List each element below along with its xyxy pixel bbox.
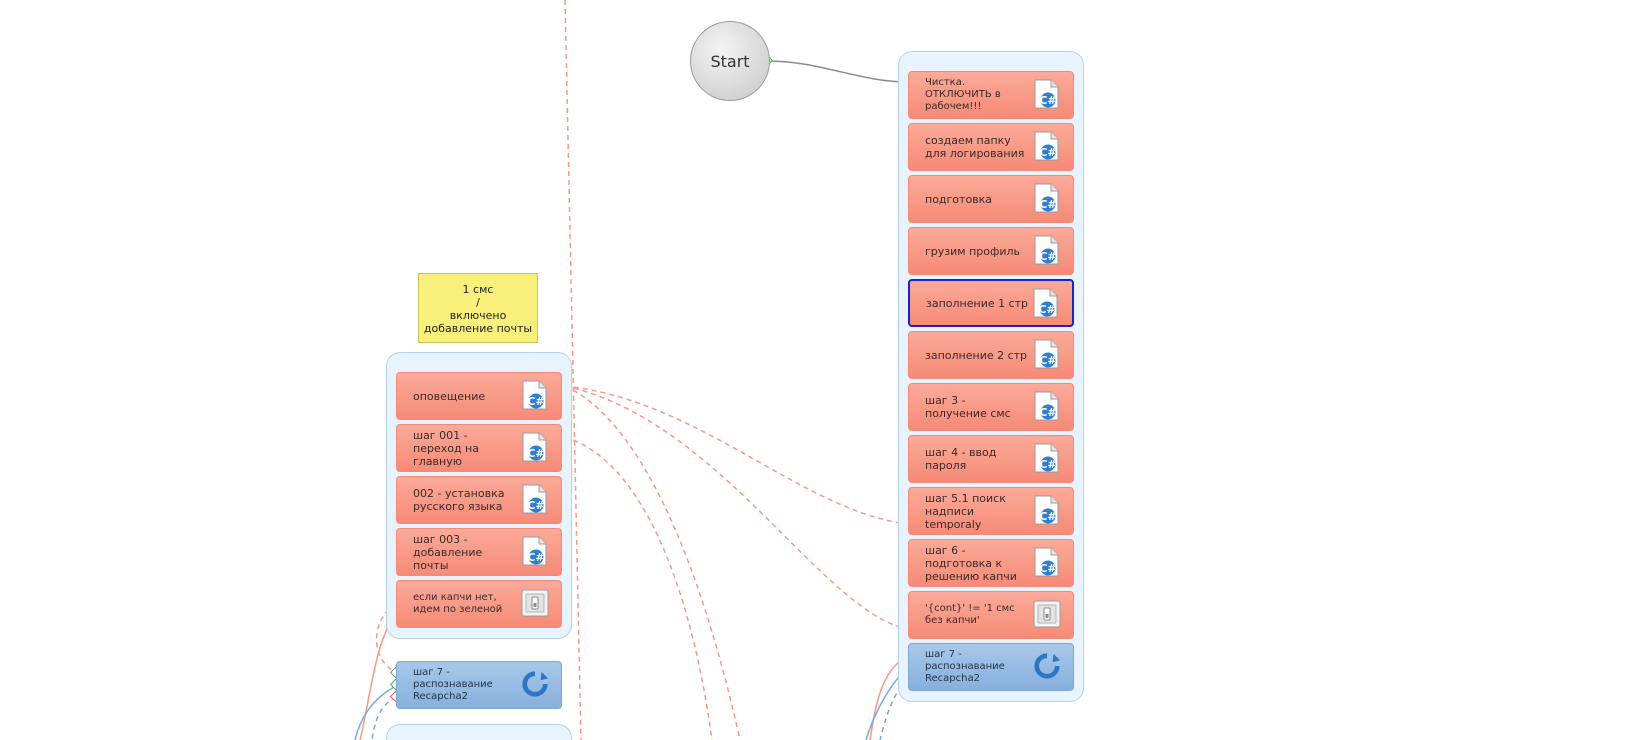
csharp-file-icon: C# [522, 484, 547, 514]
csharp-file-icon: C# [1034, 79, 1059, 109]
note-line: включено [449, 309, 507, 322]
node-label: шаг 4 - ввод пароля [925, 446, 997, 472]
csharp-file-icon: C# [522, 432, 547, 462]
csharp-file-icon: C# [1034, 391, 1059, 421]
condition-node[interactable]: если капчи нет, идем по зеленой [396, 580, 562, 628]
action-node[interactable]: создаем папку для логирования C# [908, 123, 1074, 171]
connection-line [564, 436, 713, 740]
node-label: шаг 003 - добавление почты [413, 532, 483, 572]
node-label: заполнение 1 стр [926, 296, 1029, 310]
action-node[interactable]: шаг 3 - получение смс C# [908, 383, 1074, 431]
refresh-icon [522, 671, 549, 697]
svg-text:C#: C# [1038, 303, 1055, 316]
connection-line [564, 385, 741, 740]
svg-text:C#: C# [527, 395, 544, 408]
left-node-group-2[interactable] [386, 724, 572, 740]
svg-text:C#: C# [527, 499, 544, 512]
csharp-file-icon: C# [1034, 183, 1059, 213]
node-label: шаг 7 - распознавание Recapcha2 [925, 649, 1005, 684]
node-label: заполнение 2 стр [925, 348, 1028, 362]
connection-line [767, 60, 909, 83]
node-label: если капчи нет, идем по зеленой [413, 592, 503, 615]
switch-icon [1033, 600, 1061, 628]
start-node[interactable]: Start [690, 21, 770, 101]
action-node[interactable]: шаг 003 - добавление почты C# [396, 528, 562, 576]
svg-text:C#: C# [1039, 510, 1056, 523]
node-label: оповещение [413, 389, 486, 403]
svg-text:C#: C# [1039, 94, 1056, 107]
action-node[interactable]: шаг 5.1 поиск надписи temporaly C# [908, 487, 1074, 535]
node-label: грузим профиль [925, 244, 1021, 258]
svg-text:C#: C# [1039, 250, 1056, 263]
note-line: добавление почты [423, 322, 533, 335]
csharp-file-icon: C# [1034, 495, 1059, 525]
svg-text:C#: C# [527, 551, 544, 564]
action-node-selected[interactable]: заполнение 1 стр C# [908, 279, 1074, 327]
svg-text:C#: C# [1039, 354, 1056, 367]
action-node[interactable]: шаг 001 - переход на главную C# [396, 424, 562, 472]
node-label: шаг 6 - подготовка к решению капчи [925, 543, 1017, 583]
condition-node[interactable]: '{cont}' != '1 смс без капчи' [908, 591, 1074, 639]
node-label: шаг 3 - получение смс [925, 394, 1011, 420]
action-node[interactable]: оповещение C# [396, 372, 562, 420]
node-label: 002 - установка русского языка [413, 487, 505, 513]
recaptcha-node[interactable]: шаг 7 - распознавание Recapcha2 [396, 661, 562, 709]
note-line: / [476, 296, 480, 309]
action-node[interactable]: Чистка. ОТКЛЮЧИТЬ в рабочем!!! C# [908, 71, 1074, 119]
action-node[interactable]: грузим профиль C# [908, 227, 1074, 275]
action-node[interactable]: 002 - установка русского языка C# [396, 476, 562, 524]
note-line: 1 смс [462, 283, 494, 296]
csharp-file-icon: C# [1033, 288, 1058, 318]
csharp-file-icon: C# [1034, 443, 1059, 473]
switch-icon [521, 589, 549, 617]
node-label: Чистка. ОТКЛЮЧИТЬ в рабочем!!! [925, 77, 1001, 112]
action-node[interactable]: шаг 6 - подготовка к решению капчи C# [908, 539, 1074, 587]
csharp-file-icon: C# [1034, 547, 1059, 577]
csharp-file-icon: C# [1034, 235, 1059, 265]
csharp-file-icon: C# [1034, 131, 1059, 161]
svg-text:C#: C# [527, 447, 544, 460]
node-label: создаем папку для логирования [925, 134, 1025, 160]
svg-text:C#: C# [1039, 406, 1056, 419]
node-label: шаг 001 - переход на главную [413, 428, 479, 468]
recaptcha-node[interactable]: шаг 7 - распознавание Recapcha2 [908, 643, 1074, 691]
connection-line [564, 385, 908, 525]
csharp-file-icon: C# [1034, 339, 1059, 369]
refresh-icon [1034, 653, 1061, 679]
action-node[interactable]: подготовка C# [908, 175, 1074, 223]
csharp-file-icon: C# [522, 536, 547, 566]
node-label: подготовка [925, 192, 993, 206]
action-node[interactable]: шаг 4 - ввод пароля C# [908, 435, 1074, 483]
svg-text:C#: C# [1039, 458, 1056, 471]
svg-text:C#: C# [1039, 562, 1056, 575]
action-node[interactable]: заполнение 2 стр C# [908, 331, 1074, 379]
svg-text:C#: C# [1039, 146, 1056, 159]
svg-text:C#: C# [1039, 198, 1056, 211]
node-label: '{cont}' != '1 смс без капчи' [925, 603, 1015, 626]
node-label: шаг 5.1 поиск надписи temporaly [925, 491, 1006, 531]
start-label: Start [710, 51, 750, 71]
node-label: шаг 7 - распознавание Recapcha2 [413, 667, 493, 702]
csharp-file-icon: C# [522, 380, 547, 410]
sticky-note[interactable]: 1 смс / включено добавление почты [418, 273, 538, 343]
connection-line [564, 385, 908, 630]
